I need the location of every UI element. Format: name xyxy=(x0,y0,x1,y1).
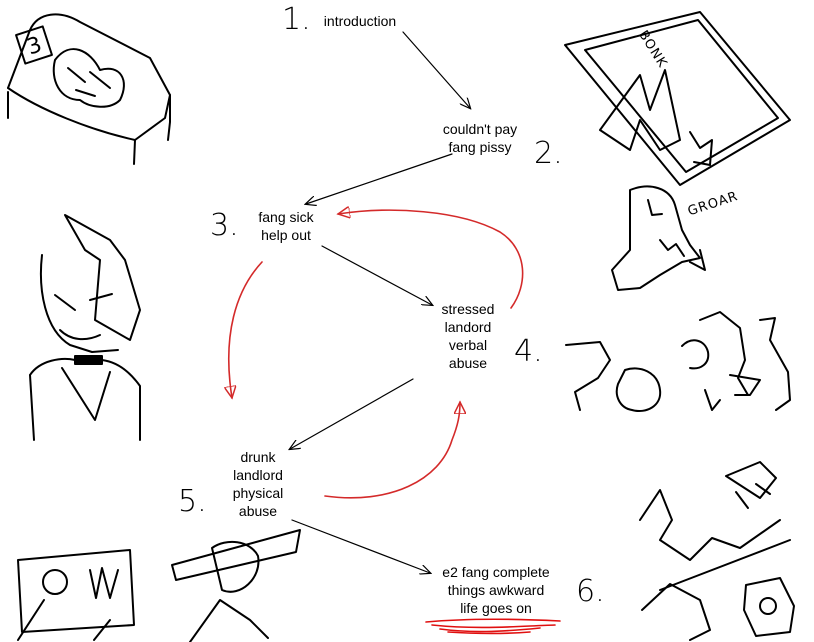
arrow-4-to-5 xyxy=(290,378,414,449)
step-label-5: drunk landlord physical abuse xyxy=(232,449,284,519)
step-number-4: 4. xyxy=(514,334,543,369)
window-sketch xyxy=(564,11,791,186)
bottom-right-action-sketch xyxy=(639,461,795,641)
arrow-2-to-3 xyxy=(306,153,453,204)
sign-digit: 3 xyxy=(24,32,45,60)
bottom-left-sketches xyxy=(17,529,301,642)
bed-sketch xyxy=(7,13,171,165)
step-number-6: 6. xyxy=(576,574,605,609)
step-label-2: couldn't pay fang pissy xyxy=(442,121,518,155)
step-number-2: 2. xyxy=(534,136,563,171)
groar-creature-sketch xyxy=(611,185,706,291)
arrow-5-to-6 xyxy=(291,519,430,573)
step-number-3: 3. xyxy=(210,208,239,243)
step-number-1: 1. xyxy=(282,2,311,37)
fang-portrait-sketch xyxy=(29,214,141,441)
red-arrow-5-to-4 xyxy=(324,402,460,499)
step-label-6: e2 fang complete things awkward life goe… xyxy=(442,564,550,616)
step-number-5: 5. xyxy=(178,484,207,519)
arrow-3-to-4 xyxy=(321,245,432,305)
arrow-1-to-2 xyxy=(402,31,470,108)
step-label-1: introduction xyxy=(323,13,397,29)
red-arrow-4-to-3 xyxy=(338,210,524,309)
step-label-4: stressed landord verbal abuse xyxy=(441,301,495,371)
step-label-3: fang sick help out xyxy=(258,209,314,243)
red-arrow-3-down xyxy=(229,261,263,398)
argument-scene-sketch xyxy=(565,311,791,412)
red-underline-scribble xyxy=(425,618,561,635)
